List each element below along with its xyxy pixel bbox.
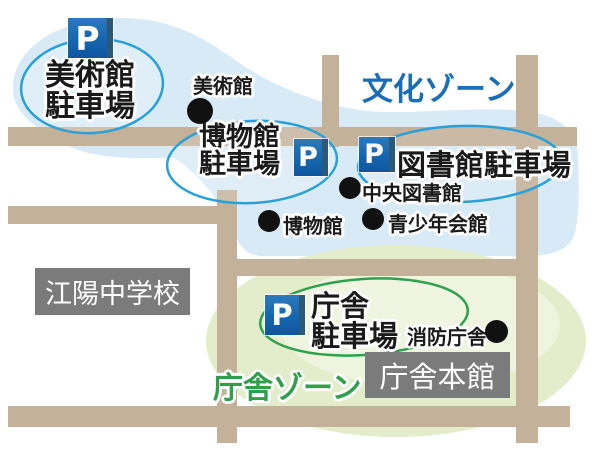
- main-building-label: 庁舎本館: [379, 360, 496, 394]
- art-museum-dot: [187, 98, 213, 124]
- road-vertical-center: [322, 55, 339, 147]
- parking-letter: P: [298, 142, 318, 173]
- government-parking-label: 庁舎 駐車場: [311, 291, 398, 351]
- government-zone-label: 庁舎ゾーン: [213, 371, 362, 406]
- culture-zone-label: 文化ゾーン: [362, 72, 516, 108]
- central-library-dot: [339, 177, 361, 199]
- art-museum-parking-line1: 美術館: [45, 58, 135, 93]
- government-parking-line1: 庁舎: [311, 289, 370, 323]
- fire-department-label: 消防庁舎: [407, 325, 487, 349]
- road-horizontal-top: [8, 127, 577, 146]
- parking-letter: P: [364, 139, 384, 170]
- art-museum-parking-line2: 駐車場: [45, 89, 135, 124]
- road-horizontal-second: [8, 206, 237, 224]
- main-building-box: 庁舎本館: [365, 352, 510, 398]
- school-label: 江陽中学校: [45, 279, 180, 310]
- art-museum-parking-label: 美術館 駐車場: [45, 60, 135, 122]
- youth-hall-dot: [362, 208, 384, 230]
- fire-department-dot: [485, 320, 508, 343]
- museum-parking-line2: 駐車場: [199, 149, 280, 180]
- road-horizontal-middle: [237, 259, 517, 276]
- art-museum-label: 美術館: [193, 74, 253, 98]
- library-parking-label: 図書館駐車場: [397, 148, 572, 182]
- museum-dot: [258, 210, 280, 232]
- school-box: 江陽中学校: [35, 268, 190, 315]
- youth-hall-label: 青少年会館: [388, 212, 488, 236]
- museum-label: 博物館: [283, 214, 343, 238]
- parking-icon-government: P: [265, 295, 305, 335]
- museum-parking-line1: 博物館: [199, 122, 280, 153]
- road-vertical-right: [516, 55, 538, 443]
- central-library-label: 中央図書館: [362, 181, 462, 205]
- parking-letter: P: [271, 298, 293, 332]
- parking-icon-art-museum: P: [68, 18, 113, 58]
- parking-icon-library: P: [359, 137, 395, 172]
- road-horizontal-bottom: [8, 406, 570, 427]
- road-vertical-left: [217, 190, 237, 443]
- parking-icon-museum: P: [294, 139, 328, 176]
- library-parking-ellipse: [356, 124, 564, 204]
- government-parking-line2: 駐車場: [311, 319, 399, 353]
- museum-parking-label: 博物館 駐車場: [199, 124, 280, 178]
- parking-letter: P: [75, 18, 100, 58]
